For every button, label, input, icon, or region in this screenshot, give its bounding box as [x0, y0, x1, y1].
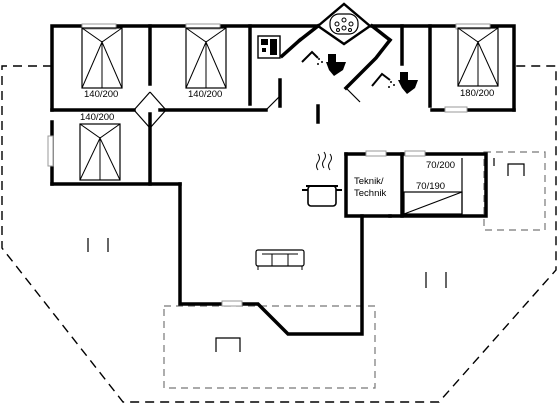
window [455, 23, 491, 30]
bunk-lower-label: 70/190 [416, 181, 445, 192]
bed-size-label: 180/200 [460, 88, 494, 99]
shower-icon [301, 50, 323, 65]
window [81, 23, 117, 30]
bed-size-label: 140/200 [80, 112, 114, 123]
terrace-outline [1, 65, 557, 403]
cooking-pot-icon [302, 151, 342, 207]
bed [79, 123, 121, 181]
chair-icon [507, 163, 525, 176]
walls [50, 23, 516, 336]
bed-size-label: 140/200 [84, 89, 118, 100]
toilet-icon [326, 54, 346, 76]
spa-icon [316, 2, 372, 46]
window [185, 23, 221, 30]
window [404, 150, 426, 157]
window [444, 106, 468, 113]
shower-icon [371, 72, 395, 88]
windows [47, 23, 491, 307]
chair-icon [425, 272, 447, 288]
utility-room-label: Teknik/ [354, 176, 384, 187]
toilet-icon [398, 72, 418, 94]
bunk-upper-label: 70/200 [426, 160, 455, 171]
chair-icon [215, 337, 241, 352]
bed [457, 27, 499, 87]
window [47, 135, 54, 167]
chair-icon [87, 238, 109, 252]
washing-machine-icon [257, 35, 281, 59]
window [365, 150, 387, 157]
bed-size-label: 140/200 [188, 89, 222, 100]
window [221, 300, 243, 307]
bed [185, 27, 227, 89]
doors [133, 87, 361, 129]
bed [81, 27, 123, 89]
utility-room-label: Technik [354, 188, 386, 199]
bunk-bed [403, 158, 463, 215]
sofa-icon [255, 249, 305, 270]
